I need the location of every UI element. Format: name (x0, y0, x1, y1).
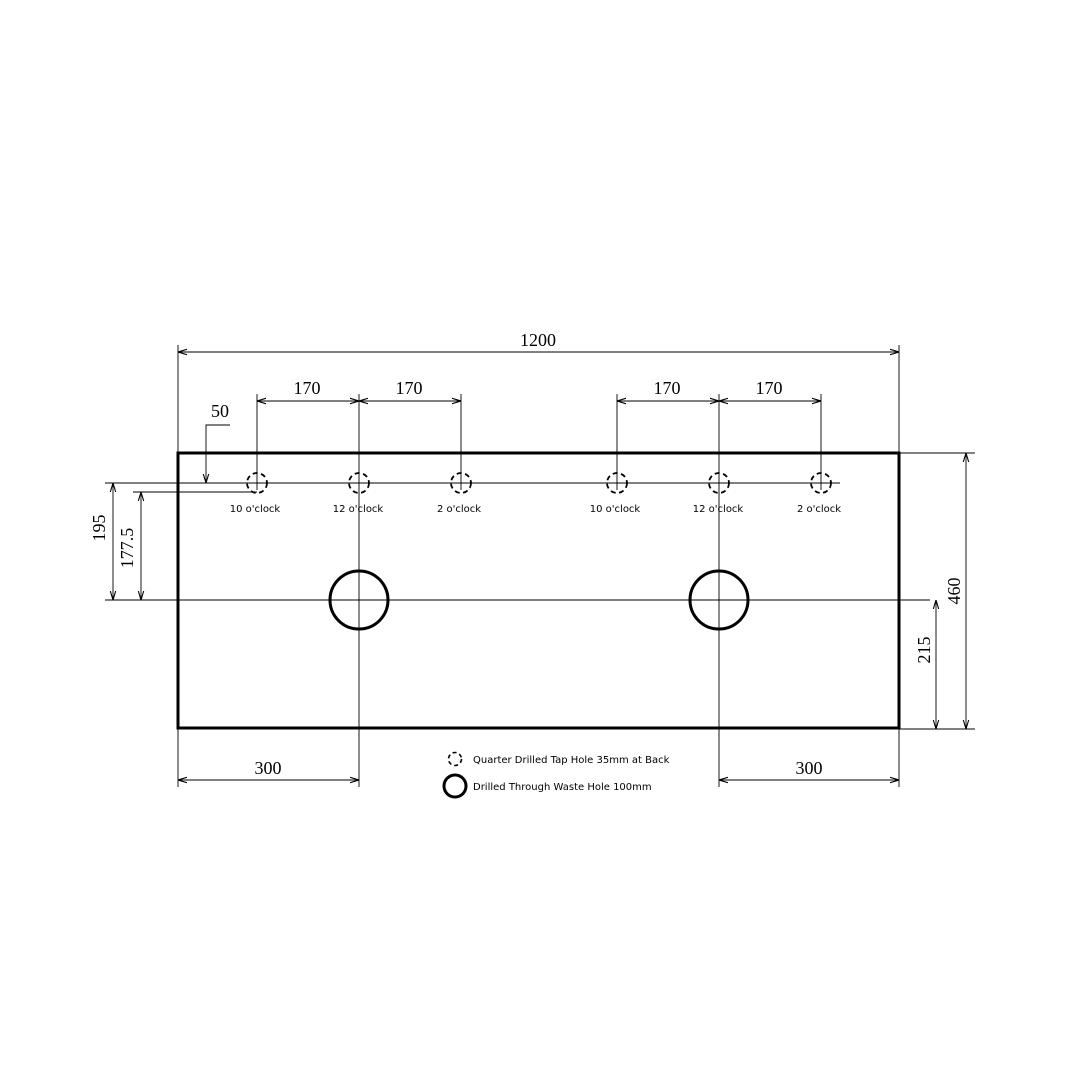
dim-bottom: 300 300 (177, 729, 900, 787)
dim-edge-to-waste-left: 300 (255, 758, 282, 778)
tap-position-labels: 10 o'clock 12 o'clock 2 o'clock 10 o'clo… (230, 504, 841, 515)
dim-right-vertical: 460 215 (899, 452, 975, 730)
tap-label: 2 o'clock (797, 504, 841, 515)
tap-hole-icon (708, 472, 730, 494)
dim-tap-spacing-4: 170 (756, 378, 783, 398)
tap-label: 10 o'clock (230, 504, 281, 515)
tap-hole-icon (810, 472, 832, 494)
legend-tap-hole-icon (447, 751, 463, 767)
tap-label: 2 o'clock (437, 504, 481, 515)
dim-tap-offset-label: 50 (211, 401, 229, 421)
legend: Quarter Drilled Tap Hole 35mm at Back Dr… (442, 751, 670, 799)
dim-waste-to-front: 215 (914, 637, 934, 664)
dim-tap-spacing-1: 170 (294, 378, 321, 398)
dim-tap-row-to-waste: 177.5 (117, 528, 137, 569)
dim-edge-to-waste-right: 300 (796, 758, 823, 778)
tap-hole-icon (450, 472, 472, 494)
tap-holes (246, 472, 832, 494)
dim-left-vertical: 195 177.5 (89, 482, 257, 600)
dim-overall-width: 1200 (177, 330, 900, 453)
dim-overall-depth: 460 (944, 578, 964, 605)
legend-waste-hole-label: Drilled Through Waste Hole 100mm (473, 782, 652, 793)
dim-tap-offset: 50 (206, 401, 230, 483)
legend-tap-hole-label: Quarter Drilled Tap Hole 35mm at Back (473, 755, 670, 766)
dim-tap-spacing: 170 170 170 170 (256, 378, 822, 729)
dim-tap-spacing-3: 170 (654, 378, 681, 398)
waste-hole-icon (688, 569, 750, 631)
tap-label: 12 o'clock (333, 504, 384, 515)
dim-overall-width-label: 1200 (520, 330, 556, 350)
dim-tap-to-waste: 195 (89, 515, 109, 542)
tap-label: 12 o'clock (693, 504, 744, 515)
tap-hole-icon (246, 472, 268, 494)
tap-label: 10 o'clock (590, 504, 641, 515)
tap-hole-icon (606, 472, 628, 494)
dim-tap-spacing-2: 170 (396, 378, 423, 398)
legend-waste-hole-icon (442, 773, 468, 799)
waste-hole-icon (328, 569, 390, 631)
benchtop-outline (176, 451, 901, 730)
waste-holes (328, 569, 750, 631)
tap-hole-icon (348, 472, 370, 494)
